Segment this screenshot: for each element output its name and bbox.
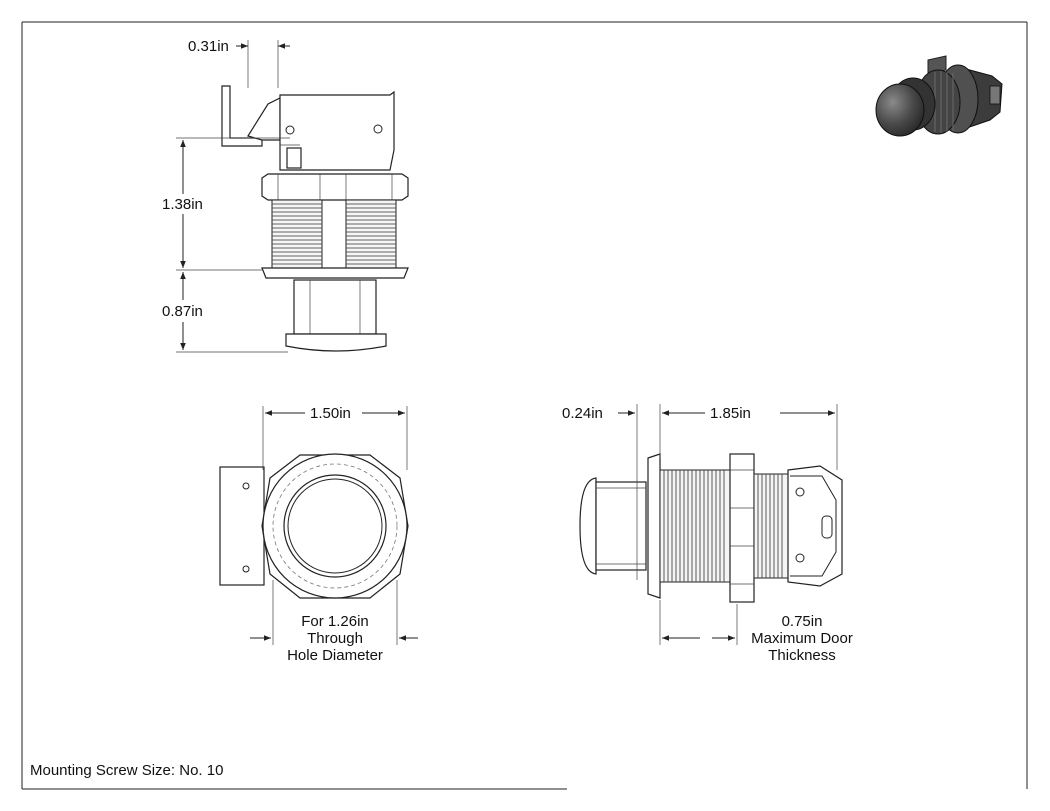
dim-front-width: 1.50in <box>310 405 351 422</box>
door-note-line2: Maximum Door <box>751 630 853 647</box>
front-view-dimension-lines <box>250 406 418 645</box>
door-note-line3: Thickness <box>768 647 836 664</box>
door-note-line1: 0.75in <box>781 613 823 630</box>
top-view-dimension-lines <box>176 40 290 353</box>
dim-body-height: 1.38in <box>162 196 203 213</box>
top-view-latch <box>221 85 409 352</box>
hole-note-line1: For 1.26in <box>301 613 369 630</box>
dim-top-offset: 0.31in <box>188 38 229 55</box>
isometric-render <box>875 55 1003 137</box>
drawing-border <box>21 21 1028 790</box>
side-view-dimension-lines <box>618 404 838 645</box>
hole-note-line3: Hole Diameter <box>287 647 383 664</box>
hole-note-line2: Through <box>307 630 363 647</box>
dim-button-height: 0.87in <box>162 303 203 320</box>
thread-lines-top <box>272 203 396 265</box>
thread-lines-side <box>663 470 725 582</box>
dim-side-length: 1.85in <box>710 405 751 422</box>
dim-button-projection: 0.24in <box>562 405 603 422</box>
hole-diameter-note: For 1.26in Through Hole Diameter <box>270 613 400 664</box>
mounting-screw-note: Mounting Screw Size: No. 10 <box>30 762 224 779</box>
front-view-latch <box>219 453 409 599</box>
door-thickness-note: 0.75in Maximum Door Thickness <box>737 613 867 664</box>
side-view-latch <box>579 453 843 603</box>
